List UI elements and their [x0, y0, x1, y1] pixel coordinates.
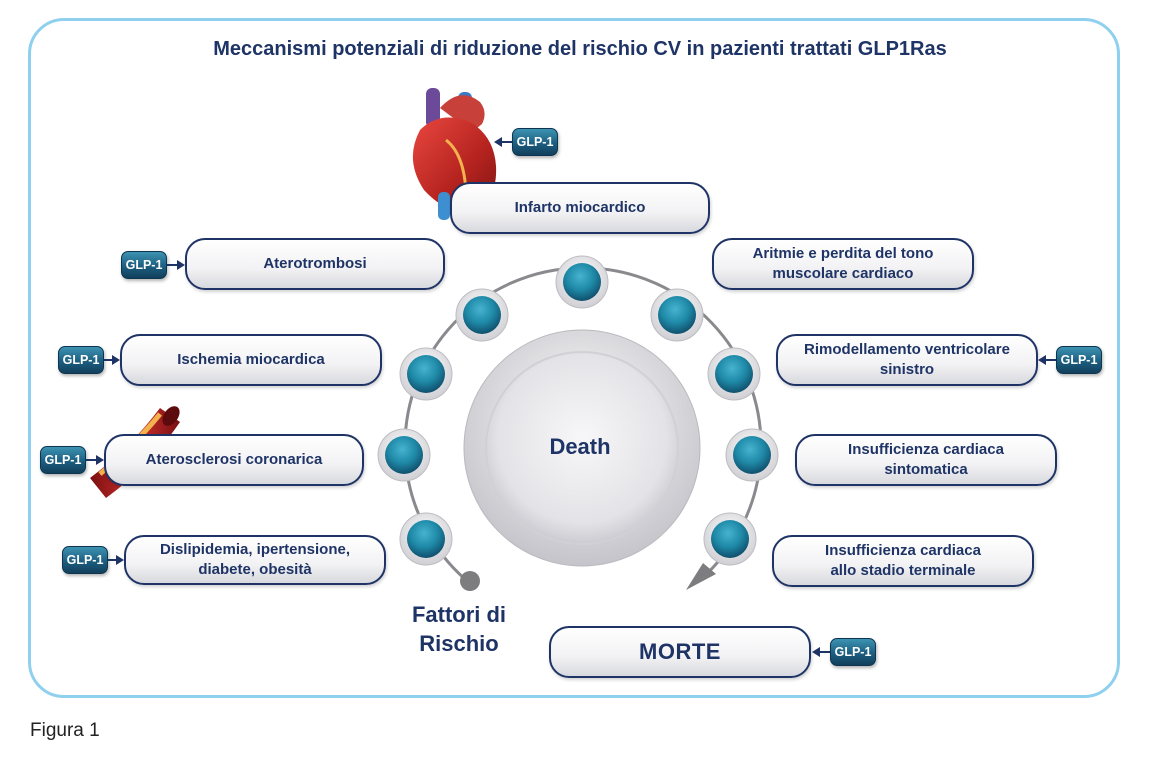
- stage-box-morte: MORTE: [549, 626, 811, 678]
- stage-label-aterosclerosi: Aterosclerosi coronarica: [145, 451, 323, 468]
- stage-label-dislipidemia: Dislipidemia, ipertensione, diabete, obe…: [159, 541, 351, 578]
- glp1-tag-aterosclerosi: GLP-1: [40, 446, 86, 474]
- stage-label-aterotrombosi: Aterotrombosi: [263, 255, 367, 272]
- glp1-arrow-rimodellamento: [1038, 355, 1056, 365]
- center-label: Death: [549, 434, 611, 459]
- end-arrowhead-fill: [686, 563, 716, 590]
- stage-nodes: [377, 255, 779, 566]
- stage-box-aritmie: Aritmie e perdita del tono muscolare car…: [712, 238, 974, 290]
- stage-box-ischemia: Ischemia miocardica: [120, 334, 382, 386]
- stage-label-infarto: Infarto miocardico: [514, 199, 646, 216]
- glp1-arrow-morte: [812, 647, 830, 657]
- stage-box-aterosclerosi: Aterosclerosi coronarica: [104, 434, 364, 486]
- node-aterotrombosi: [455, 288, 509, 342]
- node-insuff-sintomatica: [725, 428, 779, 482]
- stage-label-morte: MORTE: [639, 639, 721, 664]
- stage-label-rimodellamento: Rimodellamento ventricolare sinistro: [804, 341, 1010, 378]
- node-rimodellamento: [707, 347, 761, 401]
- stage-box-insuff-terminale: Insufficienza cardiaca allo stadio termi…: [772, 535, 1034, 587]
- figure-caption: Figura 1: [30, 720, 100, 741]
- stage-box-insuff-sintomatica: Insufficienza cardiaca sintomatica: [795, 434, 1057, 486]
- glp1-arrow-aterosclerosi: [86, 455, 104, 465]
- glp1-arrow-ischemia: [104, 355, 120, 365]
- node-ischemia: [399, 347, 453, 401]
- node-aterosclerosi: [377, 428, 431, 482]
- stage-box-infarto: Infarto miocardico: [450, 182, 710, 234]
- stage-box-aterotrombosi: Aterotrombosi: [185, 238, 445, 290]
- start-label: Fattori di Rischio: [411, 602, 507, 656]
- start-dot: [460, 571, 480, 591]
- glp1-tag-infarto: GLP-1: [512, 128, 558, 156]
- node-dislipidemia: [399, 512, 453, 566]
- glp1-arrow-infarto: [494, 137, 512, 147]
- center-circle: [485, 351, 679, 545]
- glp1-tag-ischemia: GLP-1: [58, 346, 104, 374]
- glp1-tag-dislipidemia: GLP-1: [62, 546, 108, 574]
- diagram-title: Meccanismi potenziali di riduzione del r…: [213, 38, 947, 60]
- glp1-arrow-dislipidemia: [108, 555, 124, 565]
- glp1-arrow-aterotrombosi: [167, 260, 185, 270]
- stage-label-ischemia: Ischemia miocardica: [177, 351, 325, 368]
- stage-box-dislipidemia: Dislipidemia, ipertensione, diabete, obe…: [124, 535, 386, 585]
- stage-label-insuff-sintomatica: Insufficienza cardiaca sintomatica: [848, 441, 1004, 478]
- stage-label-insuff-terminale: Insufficienza cardiaca allo stadio termi…: [825, 542, 981, 579]
- node-aritmie: [650, 288, 704, 342]
- glp1-tag-rimodellamento: GLP-1: [1056, 346, 1102, 374]
- glp1-tag-morte: GLP-1: [830, 638, 876, 666]
- stage-label-aritmie: Aritmie e perdita del tono muscolare car…: [752, 245, 934, 282]
- node-insuff-terminale: [703, 512, 757, 566]
- node-infarto: [555, 255, 609, 309]
- glp1-tag-aterotrombosi: GLP-1: [121, 251, 167, 279]
- stage-box-rimodellamento: Rimodellamento ventricolare sinistro: [776, 334, 1038, 386]
